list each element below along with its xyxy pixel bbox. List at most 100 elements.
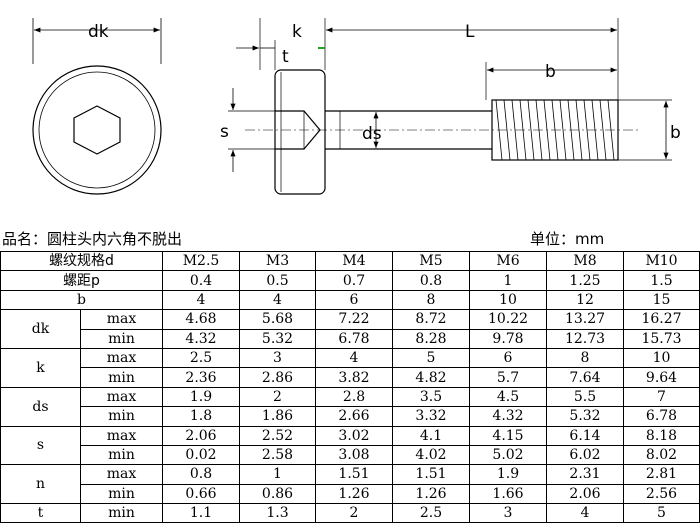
table-cell: 0.86 bbox=[239, 483, 317, 505]
sub-label: max bbox=[79, 347, 164, 369]
table-cell: 2.52 bbox=[239, 425, 317, 446]
table-cell: 4 bbox=[315, 347, 394, 369]
thread-line bbox=[607, 99, 615, 161]
table-cell: 2 bbox=[315, 503, 394, 524]
table-cell: 8.02 bbox=[623, 444, 700, 466]
L-dimension-label: L bbox=[465, 22, 475, 42]
table-cell: 0.8 bbox=[392, 270, 471, 291]
thread-size-cell: M8 bbox=[546, 250, 625, 272]
group-label: s bbox=[0, 425, 81, 466]
thread-size-cell: M2.5 bbox=[162, 250, 241, 272]
table-cell: 10 bbox=[469, 289, 548, 311]
thread-size-cell: M6 bbox=[469, 250, 548, 272]
product-name: 品名：圆柱头内六角不脱出 bbox=[2, 230, 183, 248]
table-cell: 7.22 bbox=[315, 309, 394, 330]
thread-line bbox=[511, 99, 519, 161]
screw-technical-drawing: dk bbox=[32, 18, 681, 195]
thread-line bbox=[575, 99, 583, 161]
table-cell: 3.02 bbox=[315, 425, 394, 446]
b-label: b bbox=[0, 289, 164, 311]
thread-line bbox=[591, 99, 599, 161]
table-cell: 3.08 bbox=[315, 444, 394, 466]
table-cell: 1 bbox=[239, 464, 317, 485]
table-cell: 8.72 bbox=[392, 309, 471, 330]
thread-size-label: 螺纹规格d bbox=[0, 250, 164, 272]
table-cell: 1.1 bbox=[162, 503, 241, 524]
table-cell: 7.64 bbox=[546, 367, 625, 388]
table-cell: 1.9 bbox=[469, 464, 548, 485]
table-cell: 9.78 bbox=[469, 328, 548, 349]
table-cell: 10.22 bbox=[469, 309, 548, 330]
table-cell: 2.5 bbox=[392, 503, 471, 524]
table-cell: 0.7 bbox=[315, 270, 394, 291]
table-cell: 2.8 bbox=[315, 386, 394, 408]
table-cell: 2.58 bbox=[239, 444, 317, 466]
table-cell: 2.66 bbox=[315, 406, 394, 427]
table-cell: 4.82 bbox=[392, 367, 471, 388]
b-side-dimension-label: b bbox=[670, 123, 681, 143]
table-cell: 5.32 bbox=[546, 406, 625, 427]
k-dimension-label: k bbox=[292, 22, 302, 42]
table-cell: 2.31 bbox=[546, 464, 625, 485]
table-cell: 4.5 bbox=[469, 386, 548, 408]
side-view bbox=[228, 18, 672, 195]
table-cell: 2.36 bbox=[162, 367, 241, 388]
table-cell: 4 bbox=[546, 503, 625, 524]
unit-label: 单位：mm bbox=[530, 230, 605, 248]
group-label: t bbox=[0, 503, 81, 524]
group-label: k bbox=[0, 347, 81, 388]
table-cell: 1.5 bbox=[623, 270, 700, 291]
table-cell: 1.66 bbox=[469, 483, 548, 505]
table-cell: 1 bbox=[469, 270, 548, 291]
group-label: dk bbox=[0, 309, 81, 349]
table-cell: 3 bbox=[469, 503, 548, 524]
table-cell: 0.8 bbox=[162, 464, 241, 485]
table-cell: 10 bbox=[623, 347, 700, 369]
thread-line bbox=[535, 99, 543, 161]
thread-line bbox=[599, 99, 607, 161]
sub-label: min bbox=[79, 444, 164, 466]
table-cell: 6.02 bbox=[546, 444, 625, 466]
table-cell: 6.78 bbox=[315, 328, 394, 349]
table-cell: 4 bbox=[162, 289, 241, 311]
thread-line bbox=[583, 99, 591, 161]
sub-label: min bbox=[79, 406, 164, 427]
sub-label: max bbox=[79, 464, 164, 485]
t-dimension-label: t bbox=[282, 47, 289, 67]
table-cell: 6 bbox=[315, 289, 394, 311]
sub-label: max bbox=[79, 425, 164, 446]
thread-size-cell: M5 bbox=[392, 250, 471, 272]
thread-line bbox=[567, 99, 575, 161]
table-cell: 5 bbox=[623, 503, 700, 524]
table-cell: 8.18 bbox=[623, 425, 700, 446]
thread-line bbox=[503, 99, 511, 161]
table-cell: 1.25 bbox=[546, 270, 625, 291]
table-cell: 4.02 bbox=[392, 444, 471, 466]
group-label: ds bbox=[0, 386, 81, 427]
table-cell: 5.7 bbox=[469, 367, 548, 388]
table-cell: 5 bbox=[392, 347, 471, 369]
end-view bbox=[32, 18, 162, 195]
thread-size-cell: M3 bbox=[239, 250, 317, 272]
table-cell: 2 bbox=[239, 386, 317, 408]
table-cell: 15 bbox=[623, 289, 700, 311]
sub-label: min bbox=[79, 328, 164, 349]
b-top-dimension-label: b bbox=[545, 62, 556, 82]
table-cell: 3.32 bbox=[392, 406, 471, 427]
table-cell: 0.4 bbox=[162, 270, 241, 291]
table-cell: 4 bbox=[239, 289, 317, 311]
group-label: n bbox=[0, 464, 81, 505]
table-cell: 5.5 bbox=[546, 386, 625, 408]
table-cell: 2.56 bbox=[623, 483, 700, 505]
